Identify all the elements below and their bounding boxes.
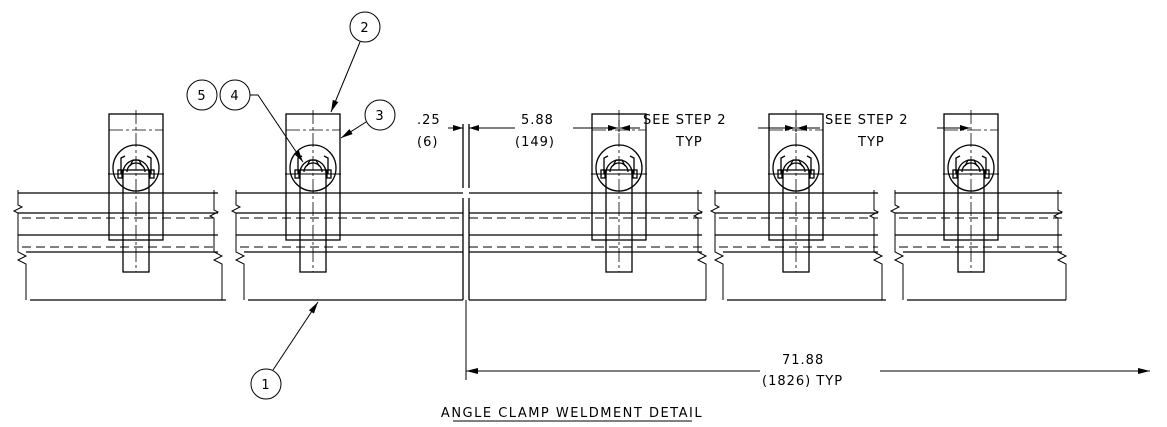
- overall-value: 71.88: [782, 353, 824, 368]
- clamp-2: [285, 110, 341, 273]
- angle-segment-1: [12, 190, 226, 301]
- dimension-overall: 71.88 (1826) TYP: [466, 353, 1150, 389]
- balloon-5: 5: [186, 79, 218, 111]
- clamp-5: [943, 110, 999, 273]
- see-step-2-text: SEE STEP 2: [825, 113, 908, 128]
- drawing-title: ANGLE CLAMP WELDMENT DETAIL: [441, 406, 703, 422]
- balloon-4: 4: [219, 79, 304, 163]
- balloon-3-label: 3: [375, 109, 384, 124]
- spacing-value: 5.88: [521, 113, 554, 128]
- angle-segment-5: [889, 190, 1068, 301]
- see-step-1-note: TYP: [675, 135, 703, 150]
- balloon-3: 3: [340, 99, 396, 139]
- balloon-5-label: 5: [197, 89, 206, 104]
- gap-extension-lines: [462, 124, 470, 380]
- dimension-see-step-2: SEE STEP 2 TYP: [797, 113, 970, 150]
- angle-segment-2: [230, 190, 464, 301]
- balloon-4-label: 4: [230, 89, 239, 104]
- clamp-3: [591, 110, 647, 273]
- see-step-2-note: TYP: [857, 135, 885, 150]
- balloon-1: 1: [250, 301, 319, 400]
- spacing-metric: (149): [515, 135, 555, 150]
- clamp-1: [108, 110, 164, 273]
- gap-value: .25: [417, 113, 441, 128]
- title-text: ANGLE CLAMP WELDMENT DETAIL: [441, 406, 703, 421]
- dimension-gap: .25 (6): [417, 113, 463, 150]
- clamp-4: [768, 110, 824, 273]
- angle-segment-3: [468, 190, 708, 301]
- see-step-1-text: SEE STEP 2: [643, 113, 726, 128]
- gap-metric: (6): [417, 135, 438, 150]
- dimension-spacing: 5.88 (149): [469, 113, 620, 150]
- balloon-2: 2: [330, 11, 381, 113]
- angle-segment-4: [709, 190, 886, 301]
- dimension-see-step-1: SEE STEP 2 TYP: [620, 113, 797, 150]
- overall-metric: (1826) TYP: [762, 374, 843, 389]
- balloon-2-label: 2: [360, 21, 369, 36]
- balloon-1-label: 1: [261, 378, 270, 393]
